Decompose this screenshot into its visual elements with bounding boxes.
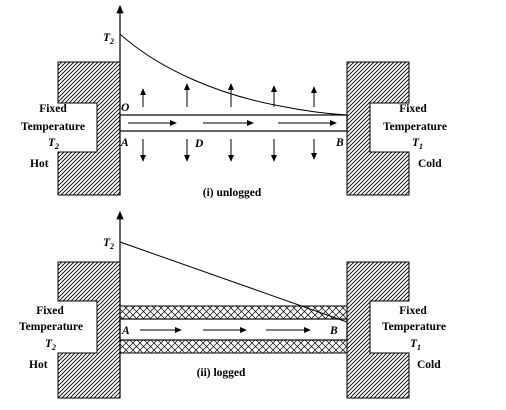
hot-label-line1: Fixed <box>36 305 64 317</box>
cold-temperature-label: T1 <box>412 137 423 151</box>
panel-logged: T2 A B Fixed Temperature T2 Hot Fixed Te… <box>19 210 446 399</box>
point-b-label: B <box>335 137 344 149</box>
hot-side-label: Hot <box>30 158 49 170</box>
point-a-label: A <box>120 137 129 149</box>
cold-temperature-label: T1 <box>410 338 421 352</box>
cold-wall-right <box>346 61 410 196</box>
panel1-caption: (i) unlogged <box>203 187 262 199</box>
hot-temperature-label: T2 <box>48 137 59 151</box>
cold-label-line2: Temperature <box>382 321 446 333</box>
cold-label-line1: Fixed <box>399 103 427 115</box>
hot-label-line2: Temperature <box>19 321 83 333</box>
insulation-bottom <box>119 339 348 354</box>
cold-label-line1: Fixed <box>399 305 427 317</box>
hot-label-line2: Temperature <box>21 121 85 133</box>
cold-label-line2: Temperature <box>383 121 447 133</box>
point-d-label: D <box>194 138 204 150</box>
cold-side-label: Cold <box>417 359 441 371</box>
hot-temperature-label: T2 <box>45 338 56 352</box>
point-b-label: B <box>329 325 338 337</box>
hot-label-line1: Fixed <box>39 103 67 115</box>
panel-unlogged: T2 O A D B Fixed Temperature T2 Hot Fixe… <box>21 4 447 199</box>
temperature-curve <box>119 33 348 116</box>
point-o-label: O <box>121 102 129 114</box>
temperature-line <box>119 241 348 323</box>
cold-wall-right <box>346 261 410 399</box>
axis-t2-label: T2 <box>103 32 114 46</box>
panel2-caption: (ii) logged <box>197 367 246 379</box>
cold-side-label: Cold <box>418 158 442 170</box>
axis-t2-label: T2 <box>103 237 114 251</box>
hot-side-label: Hot <box>29 359 48 371</box>
insulation-top <box>119 305 348 320</box>
point-a-label: A <box>121 325 130 337</box>
